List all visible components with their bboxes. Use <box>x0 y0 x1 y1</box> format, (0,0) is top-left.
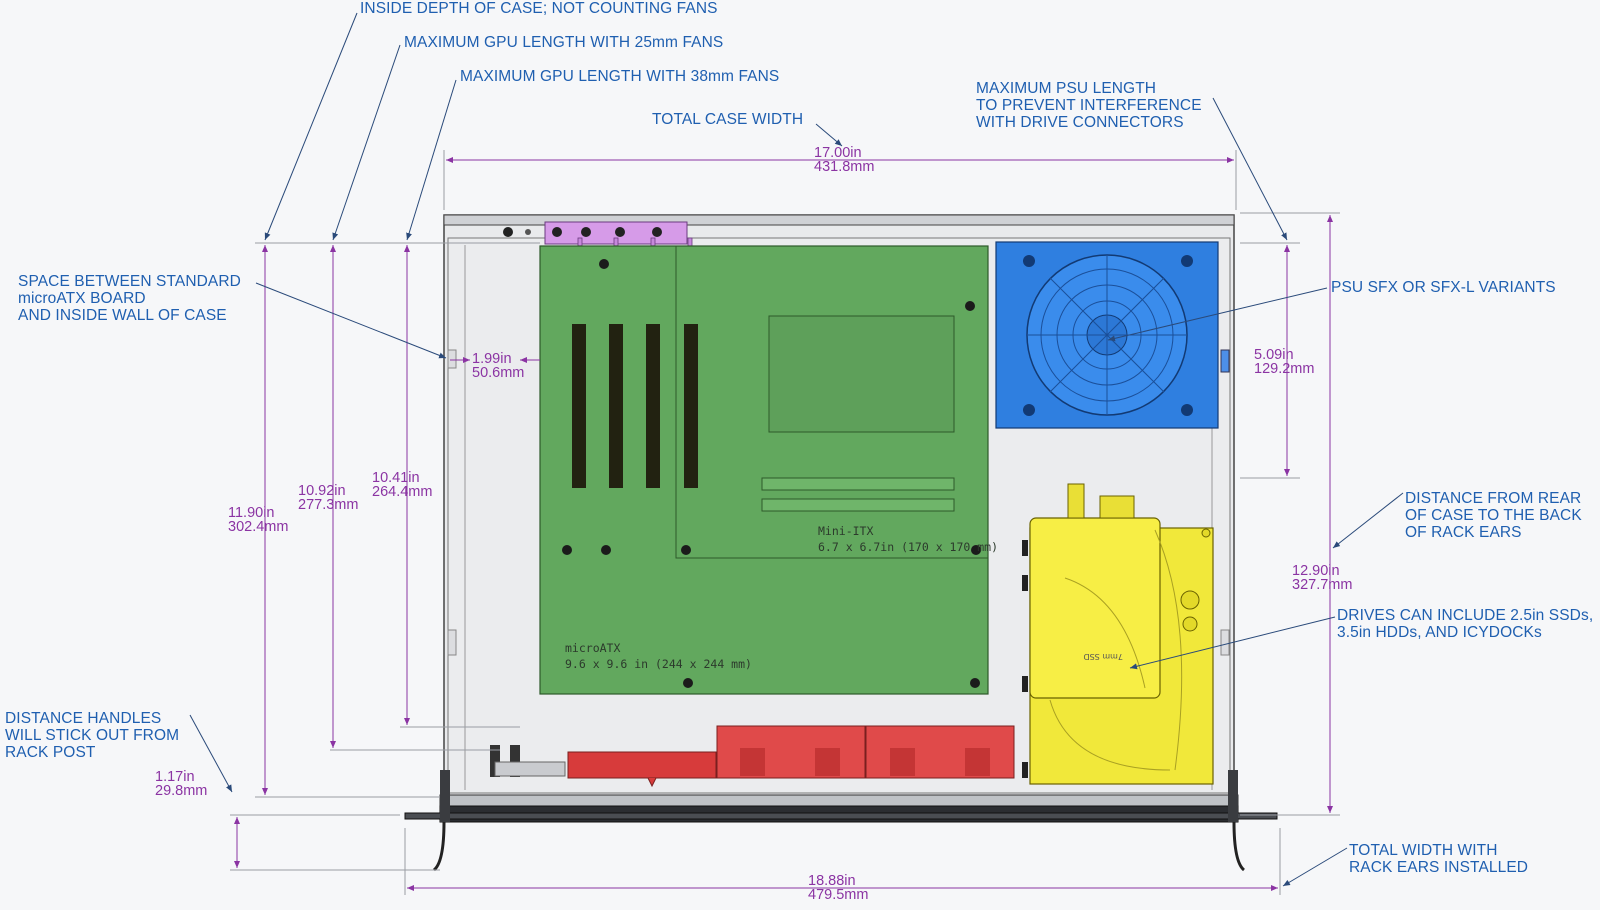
callout-psu-variants: PSU SFX OR SFX-L VARIANTS <box>1331 279 1556 296</box>
callout-board-space: SPACE BETWEEN STANDARD microATX BOARD AN… <box>18 273 241 324</box>
drives: 7mm SSD <box>1022 483 1214 785</box>
microatx-name: microATX <box>565 641 620 655</box>
callout-drives: DRIVES CAN INCLUDE 2.5in SSDs, 3.5in HDD… <box>1337 607 1594 641</box>
callout-handles: DISTANCE HANDLES WILL STICK OUT FROM RAC… <box>5 710 180 761</box>
callout-inside-depth: INSIDE DEPTH OF CASE; NOT COUNTING FANS <box>360 0 718 17</box>
callout-gpu-25mm: MAXIMUM GPU LENGTH WITH 25mm FANS <box>404 34 724 51</box>
callout-total-case-width: TOTAL CASE WIDTH <box>652 111 804 128</box>
psu <box>995 241 1219 429</box>
callout-gpu-38mm: MAXIMUM GPU LENGTH WITH 38mm FANS <box>460 68 780 85</box>
extension-lines <box>230 150 1340 895</box>
leader-lines <box>189 12 1404 887</box>
mini-itx-name: Mini-ITX <box>818 524 873 538</box>
microatx-board: Mini-ITX 6.7 x 6.7in (170 x 170 mm) micr… <box>539 245 998 695</box>
callout-psu-length: MAXIMUM PSU LENGTH TO PREVENT INTERFEREN… <box>976 80 1202 131</box>
dimension-lines <box>234 157 1333 891</box>
microatx-size: 9.6 x 9.6 in (244 x 244 mm) <box>565 657 752 671</box>
ssd-label: 7mm SSD <box>1083 652 1123 661</box>
callout-total-width-ears: TOTAL WIDTH WITH RACK EARS INSTALLED <box>1349 842 1529 876</box>
mini-itx-size: 6.7 x 6.7in (170 x 170 mm) <box>818 540 998 554</box>
front-fans <box>490 725 1015 788</box>
callout-rack-ears-distance: DISTANCE FROM REAR OF CASE TO THE BACK O… <box>1405 490 1582 541</box>
